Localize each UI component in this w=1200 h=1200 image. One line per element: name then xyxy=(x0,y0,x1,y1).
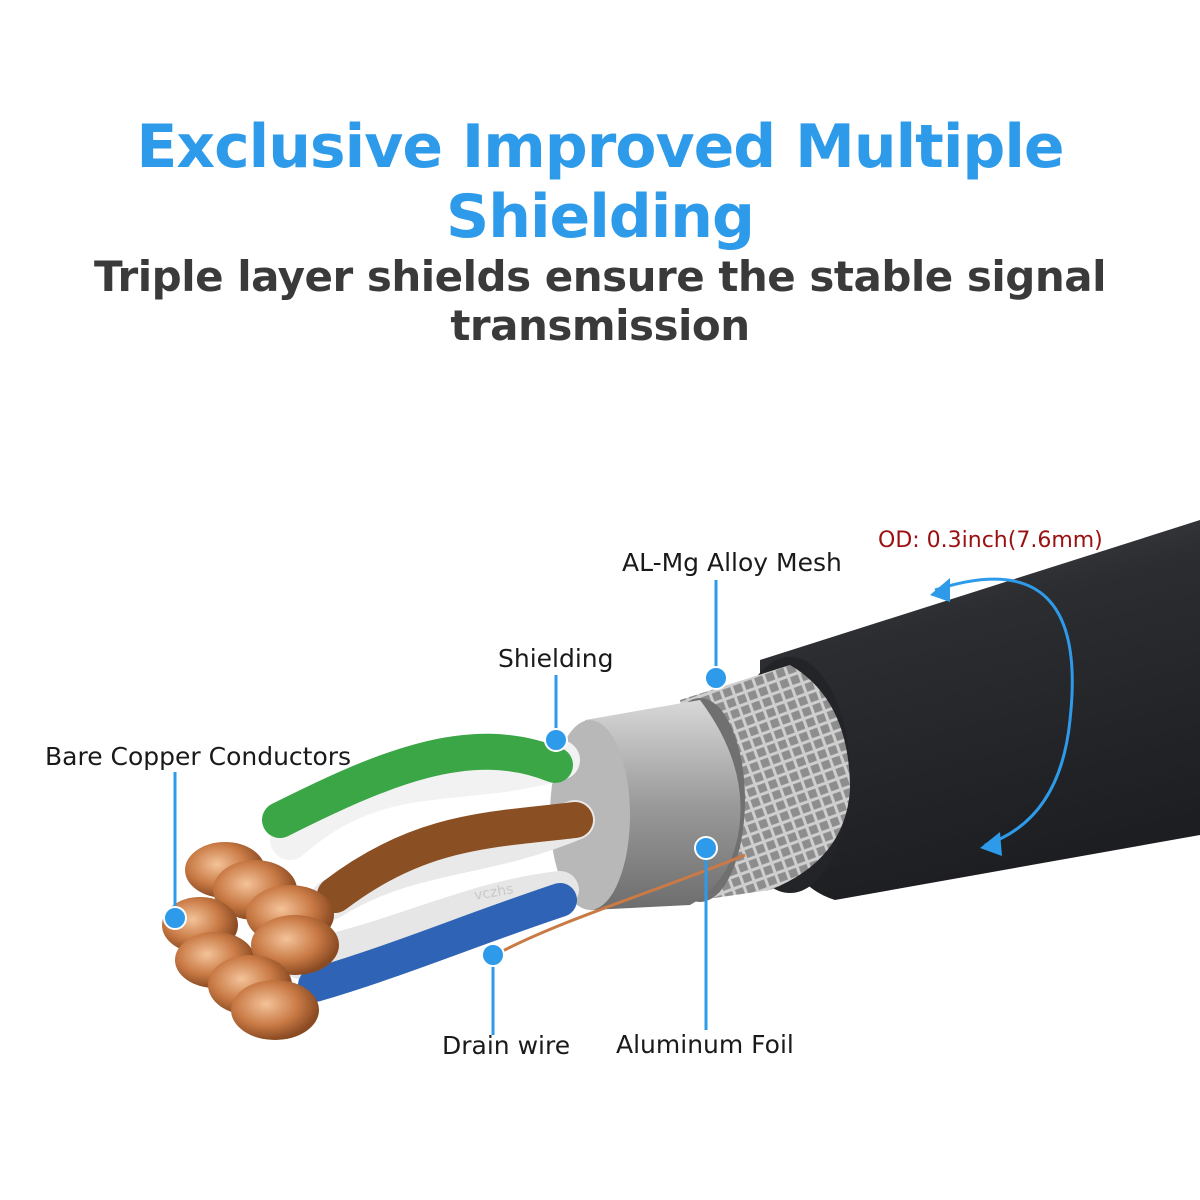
shielding-label: Shielding xyxy=(498,644,614,673)
callout-shielding xyxy=(544,675,568,752)
copper-conductors xyxy=(162,842,339,1040)
watermark-text: vczhs xyxy=(473,881,515,904)
callout-aluminum-foil xyxy=(694,836,718,1030)
page-subtitle: Triple layer shields ensure the stable s… xyxy=(94,252,1107,350)
page-title: Exclusive Improved Multiple Shielding xyxy=(136,112,1064,252)
callout-alloy-mesh xyxy=(704,580,728,690)
alloy-mesh-label: AL-Mg Alloy Mesh xyxy=(622,548,842,577)
drain-wire-label: Drain wire xyxy=(442,1031,571,1060)
twisted-pairs xyxy=(262,733,746,1002)
aluminum-foil-label: Aluminum Foil xyxy=(616,1030,794,1059)
callout-bare-copper xyxy=(163,772,187,930)
od-rotation-arrow xyxy=(930,577,1074,856)
bare-copper-label: Bare Copper Conductors xyxy=(45,742,352,771)
callout-drain-wire xyxy=(481,943,505,1035)
od-label: OD: 0.3inch(7.6mm) xyxy=(878,528,1103,553)
